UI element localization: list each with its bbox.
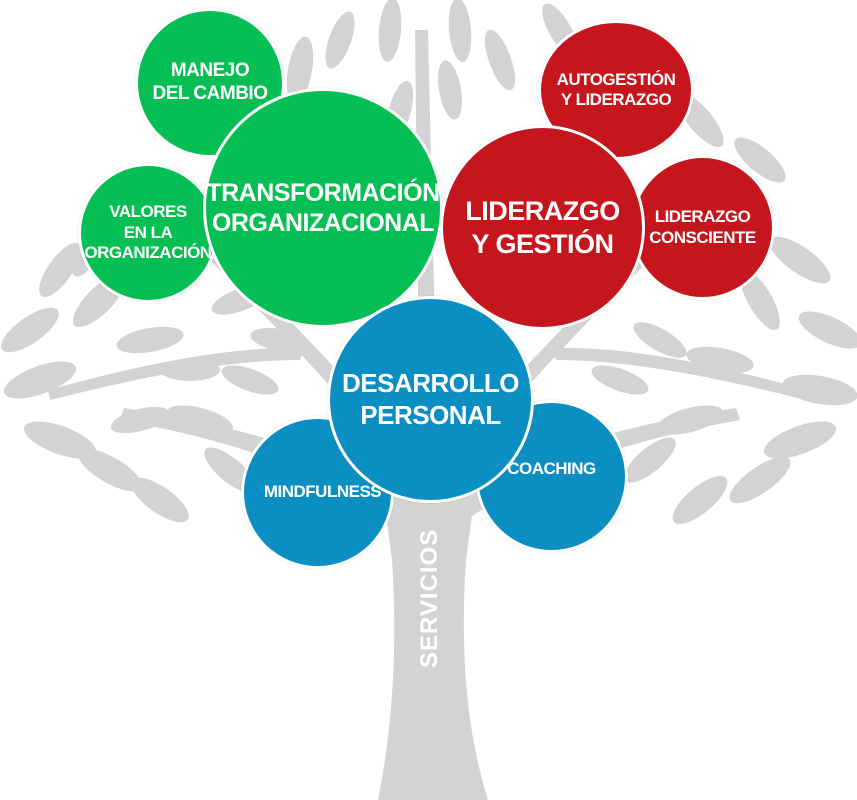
bubble-liderazgo-y-gestion: LIDERAZGO Y GESTIÓN: [440, 125, 645, 330]
bubble-coaching: COACHING: [475, 400, 628, 553]
bubble-label: COACHING: [507, 459, 596, 479]
trunk-label: SERVICIOS: [416, 528, 443, 668]
bubble-label: DESARROLLO PERSONAL: [342, 368, 520, 430]
bubble-desarrollo-personal: DESARROLLO PERSONAL: [327, 296, 534, 503]
bubble-manejo-del-cambio: MANEJO DEL CAMBIO: [135, 8, 285, 158]
bubble-label: LIDERAZGO CONSCIENTE: [649, 207, 756, 247]
bubble-label: MANEJO DEL CAMBIO: [152, 60, 268, 104]
bubble-label: LIDERAZGO Y GESTIÓN: [465, 196, 620, 259]
bubble-transformacion-organizacional: TRANSFORMACIÓN ORGANIZACIONAL: [203, 88, 443, 328]
bubble-label: VALORES EN LA ORGANIZACIÓN: [84, 202, 212, 263]
bubble-liderazgo-consciente: LIDERAZGO CONSCIENTE: [630, 155, 775, 300]
bubble-label: AUTOGESTIÓN Y LIDERAZGO: [556, 69, 676, 109]
bubble-label: TRANSFORMACIÓN ORGANIZACIONAL: [206, 179, 440, 237]
bubble-valores-en-la-organizacion: VALORES EN LA ORGANIZACIÓN: [78, 163, 218, 303]
tree-trunk: [378, 470, 488, 800]
bubble-autogestion-y-liderazgo: AUTOGESTIÓN Y LIDERAZGO: [538, 20, 694, 160]
bubble-label: MINDFULNESS: [263, 482, 382, 502]
